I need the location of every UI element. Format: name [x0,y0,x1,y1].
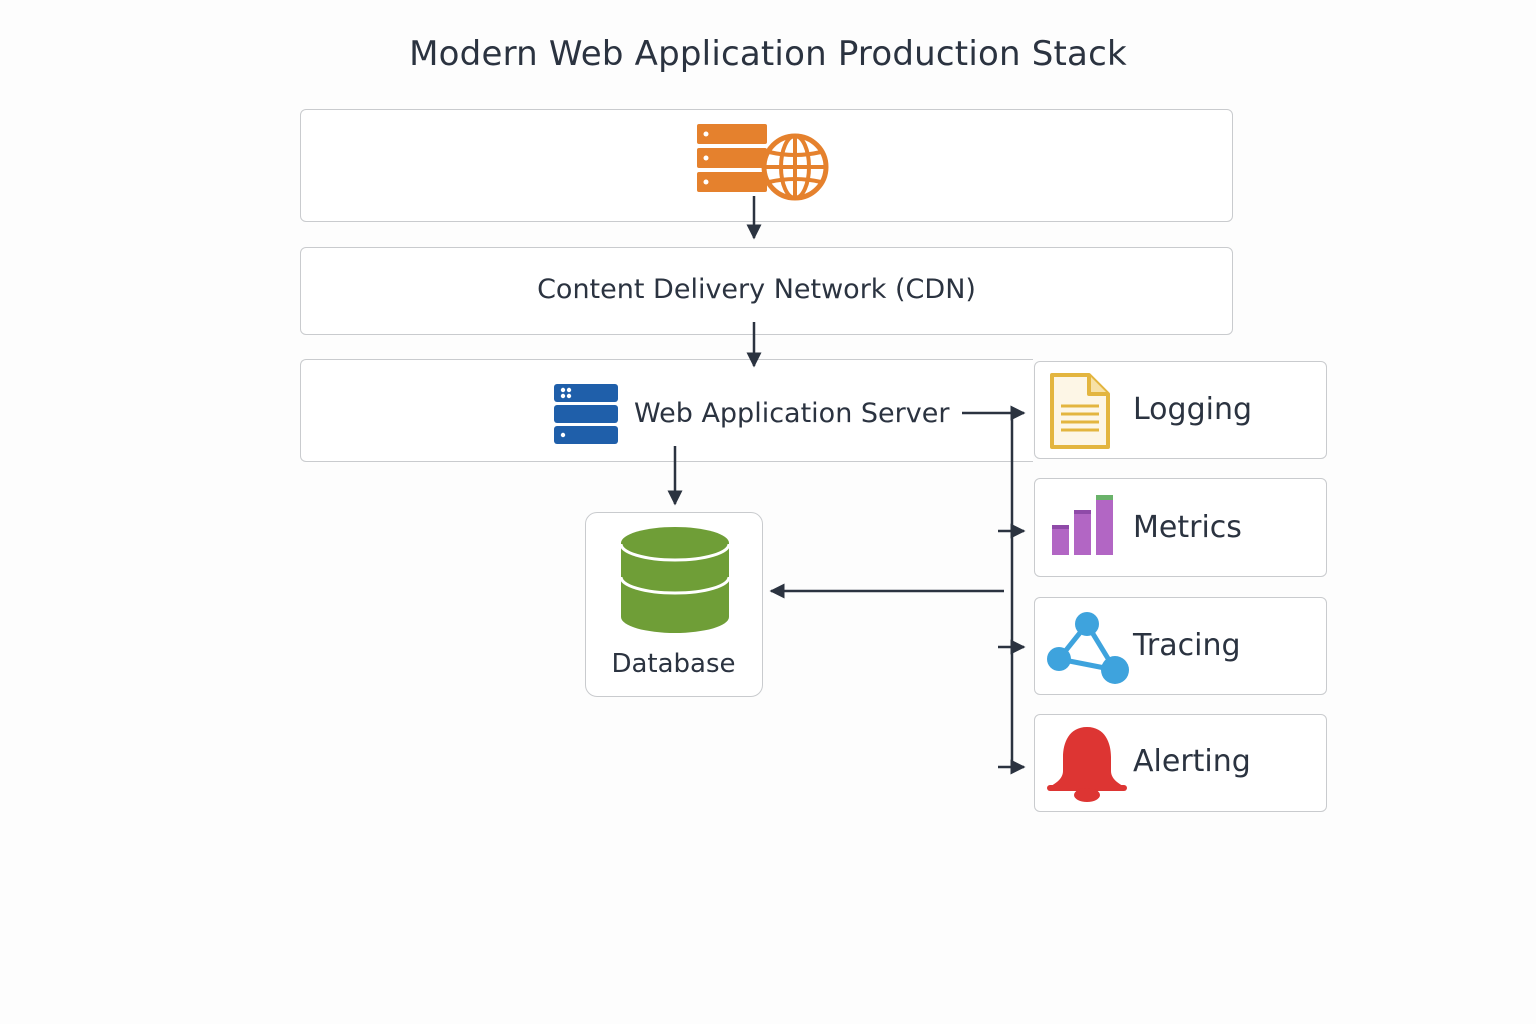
tracing-label: Tracing [1133,628,1241,663]
logging-node: Logging [1034,361,1327,459]
metrics-label: Metrics [1133,510,1242,545]
logging-label: Logging [1133,392,1253,427]
app-server-label: Web Application Server [634,398,950,429]
bell-icon [1047,727,1127,802]
internet-node [300,109,1233,222]
cdn-node: Content Delivery Network (CDN) [300,247,1233,335]
tracing-node: Tracing [1034,597,1327,695]
metrics-node: Metrics [1034,478,1327,577]
database-label: Database [611,649,736,679]
app-server-node: Web Application Server [300,359,1033,462]
alerting-node: Alerting [1034,714,1327,812]
server-globe-icon [697,124,829,201]
bar-chart-icon [1052,495,1113,555]
database-node: Database [585,512,763,697]
server-icon [554,384,618,444]
alerting-label: Alerting [1133,744,1251,779]
database-icon [619,527,731,633]
cdn-label: Content Delivery Network (CDN) [537,274,976,305]
diagram-title: Modern Web Application Production Stack [409,34,1127,74]
network-nodes-icon [1047,612,1129,684]
document-icon [1050,373,1110,449]
